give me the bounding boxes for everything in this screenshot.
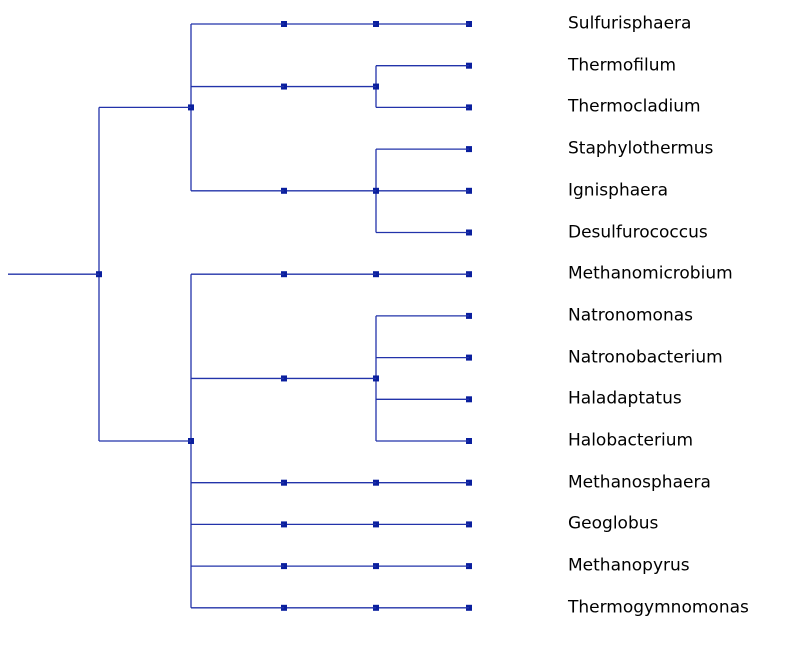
taxon-label: Thermocladium [568, 96, 701, 117]
taxon-label: Methanopyrus [568, 555, 690, 576]
taxon-label: Haladaptatus [568, 388, 682, 409]
taxon-label: Thermofilum [568, 55, 677, 76]
taxon-label: Methanomicrobium [568, 263, 733, 284]
taxon-label: Ignisphaera [568, 180, 669, 201]
taxon-label: Natronomonas [568, 305, 694, 326]
taxon-label: Geoglobus [568, 513, 659, 534]
taxon-label: Natronobacterium [568, 347, 723, 368]
taxon-label: Methanosphaera [568, 472, 711, 493]
taxon-label: Staphylothermus [568, 138, 714, 159]
taxon-label: Desulfurococcus [568, 222, 708, 242]
taxon-label: Sulfurisphaera [568, 13, 692, 34]
taxon-label: Thermogymnomonas [568, 597, 749, 618]
taxon-label: Halobacterium [568, 430, 694, 451]
